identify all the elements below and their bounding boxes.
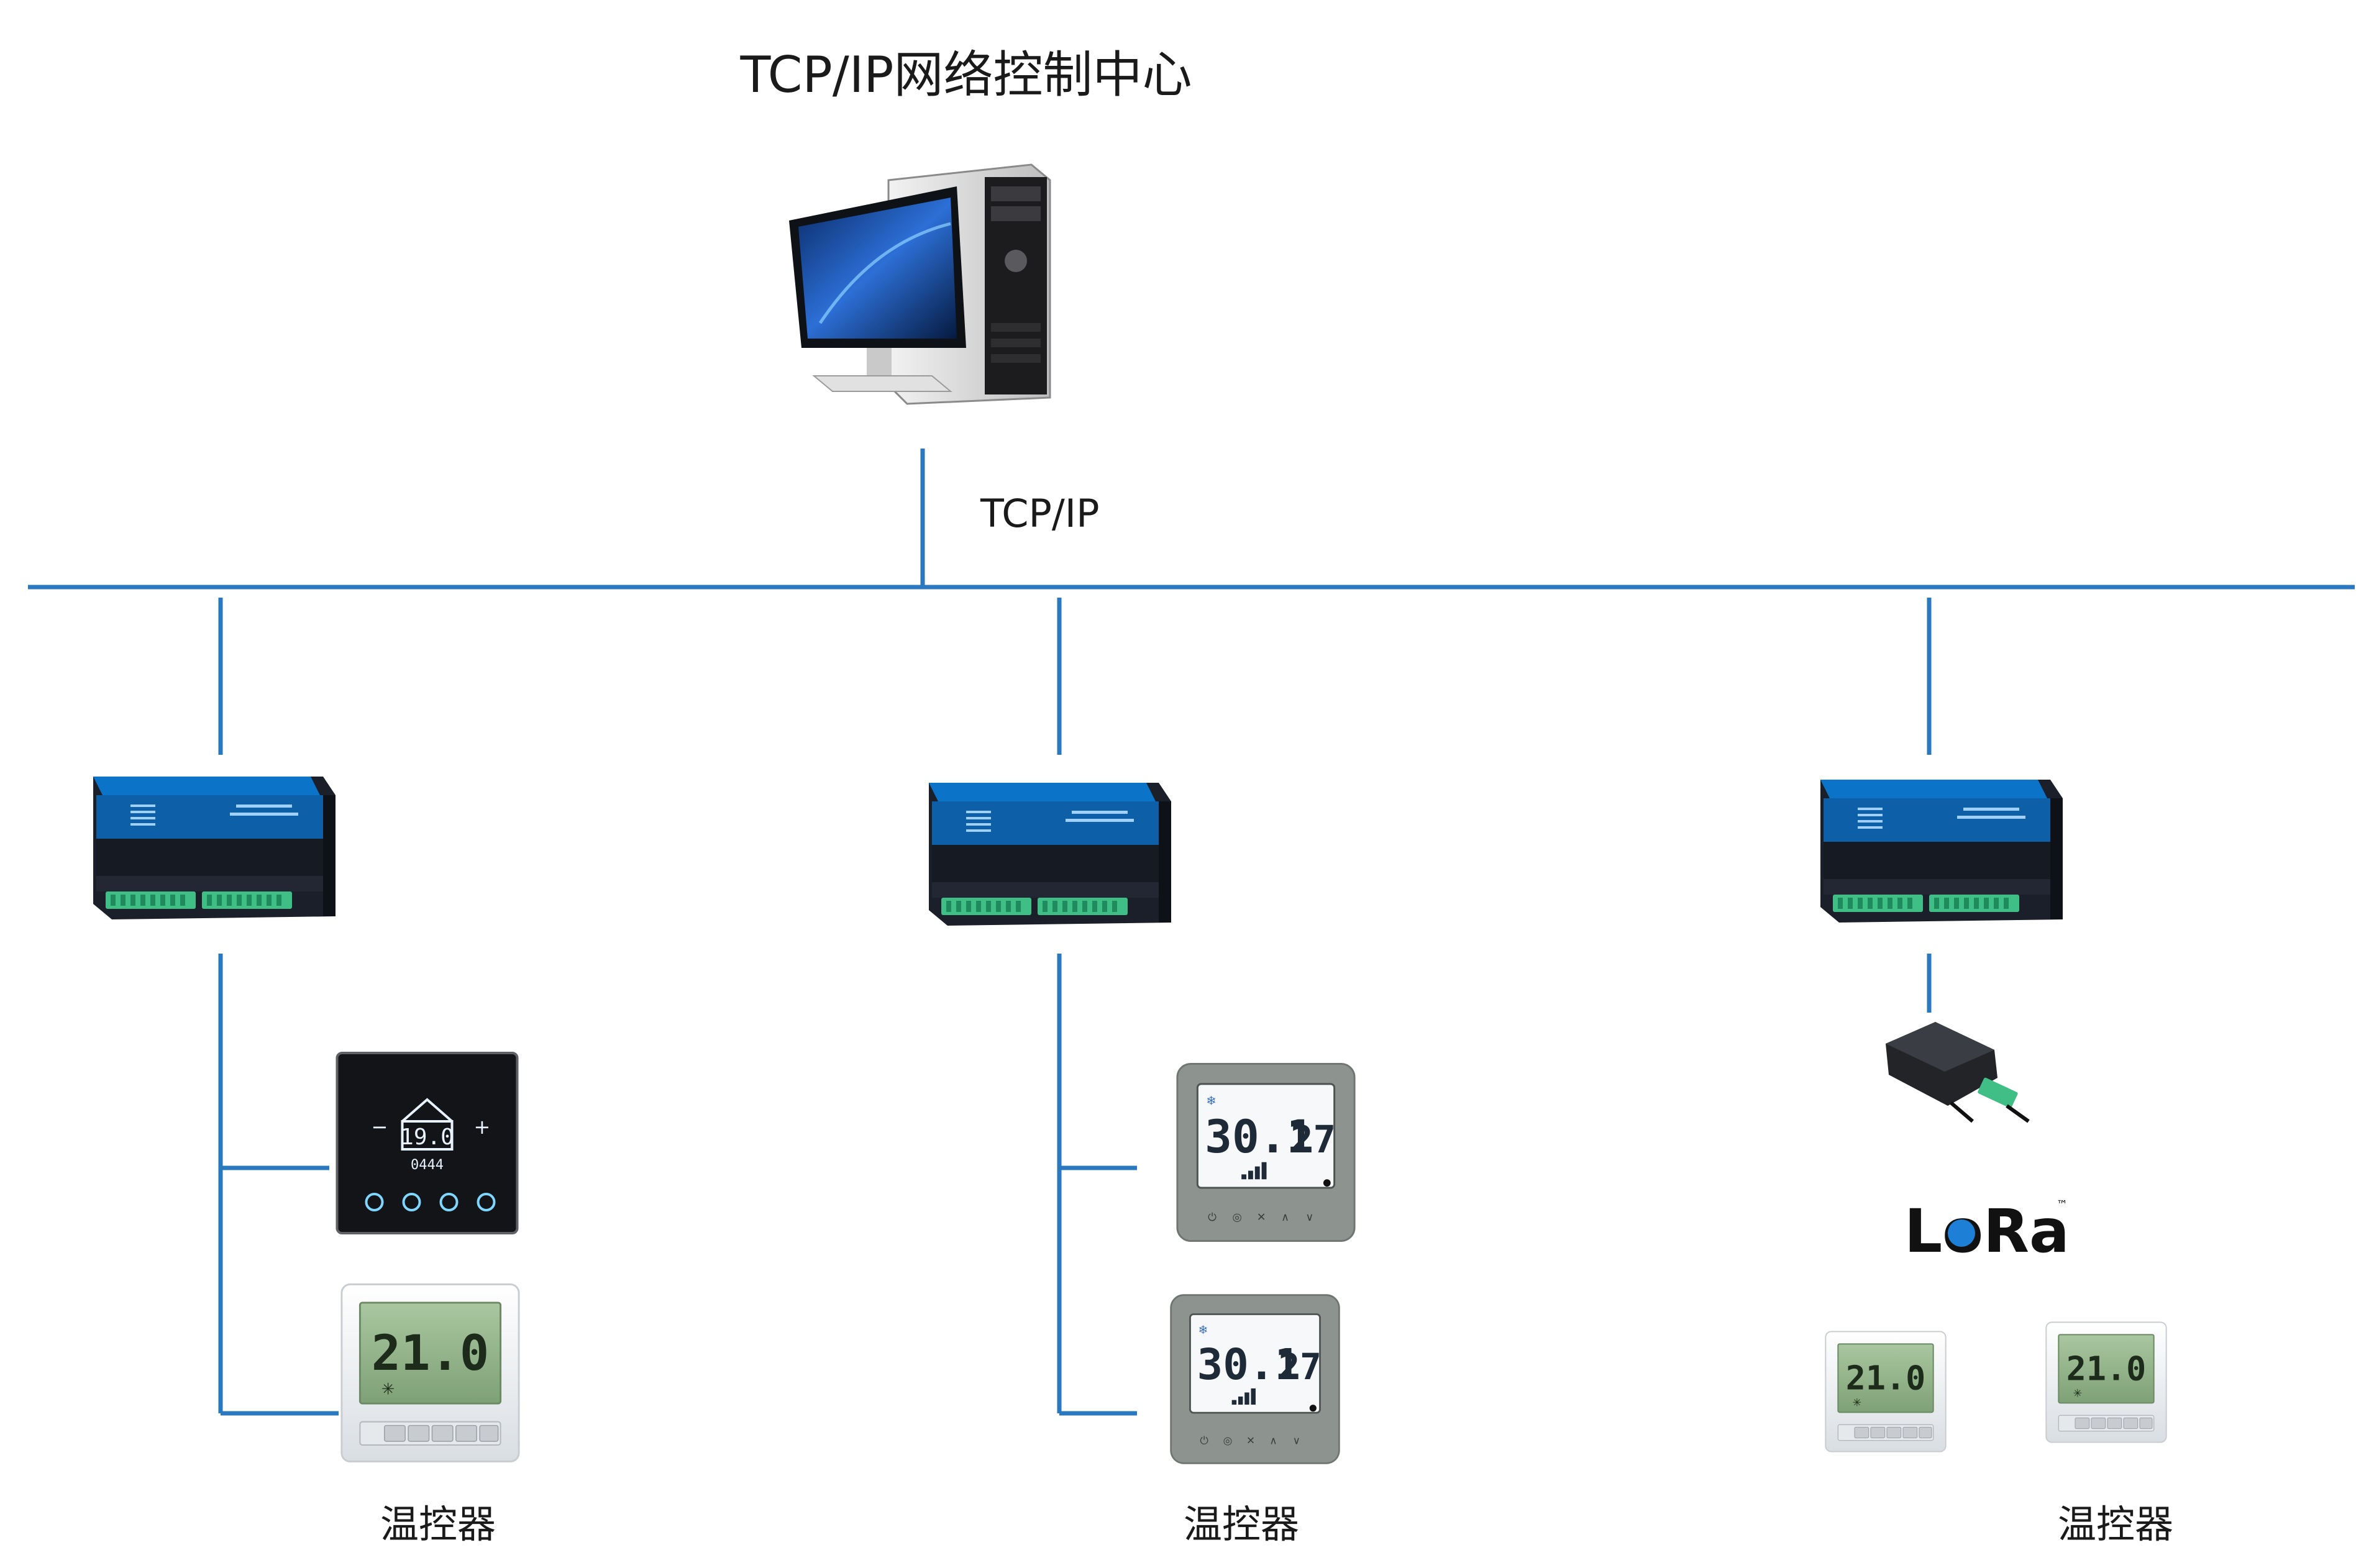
thermostat-white-lcd-3 (2045, 1321, 2167, 1443)
network-lines (28, 449, 2355, 1416)
branch-2-caption: 温控器 (1184, 1502, 1299, 1547)
lora-gateway-icon (1886, 1022, 2030, 1123)
branch-1-caption: 温控器 (380, 1502, 496, 1547)
thermostat-grey-lcd-2 (1170, 1294, 1340, 1464)
controller-module-1 (93, 777, 336, 919)
controller-module-2 (929, 783, 1171, 926)
svg-text:LoRa: LoRa (1904, 1197, 2070, 1266)
thermostat-white-lcd-2 (1825, 1331, 1947, 1452)
thermostat-white-lcd-1 (340, 1283, 520, 1463)
computer-icon (789, 163, 1051, 405)
link-label: TCP/IP (980, 491, 1099, 536)
lora-logo: LoRa ™ (1904, 1197, 2070, 1266)
controller-module-3 (1820, 780, 2063, 923)
thermostat-grey-lcd-1 (1176, 1062, 1356, 1242)
diagram-title: TCP/IP网络控制中心 (739, 46, 1192, 104)
branch-3-caption: 温控器 (2058, 1502, 2173, 1547)
svg-text:™: ™ (2057, 1198, 2068, 1211)
thermostat-black-glass (337, 1053, 518, 1233)
